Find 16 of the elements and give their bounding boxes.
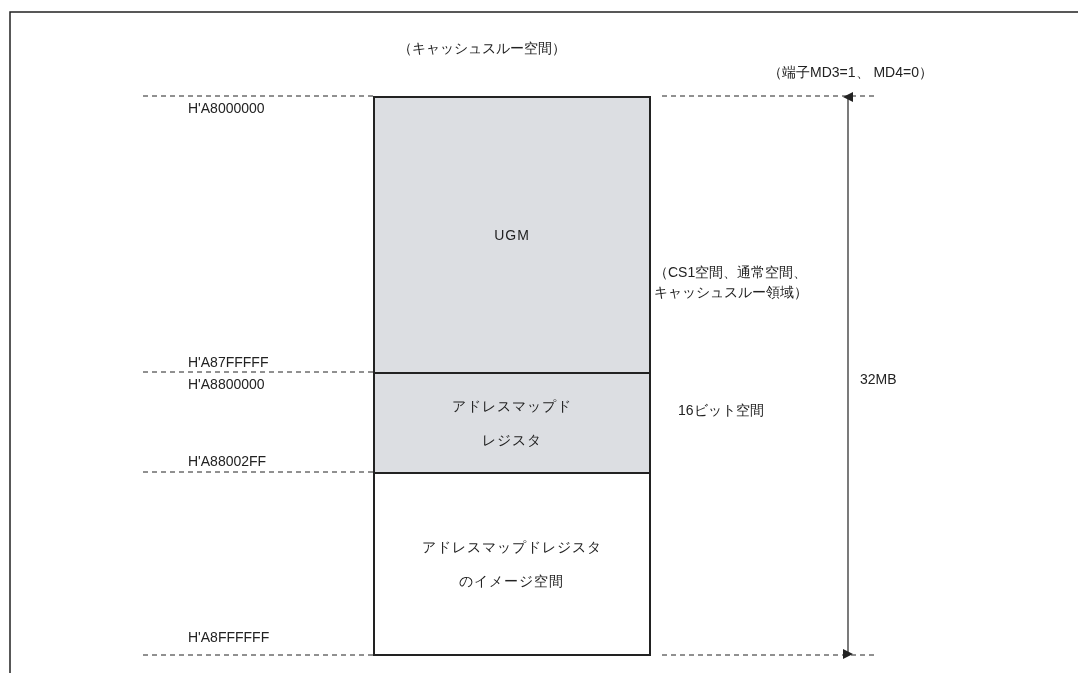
space-type-note: （CS1空間、通常空間、キャッシュスルー領域） xyxy=(654,263,809,302)
bus-width-note: 16ビット空間 xyxy=(678,402,764,420)
region-label: アドレスマップドレジスタ xyxy=(451,397,573,450)
address-label: H'A87FFFFF xyxy=(188,354,269,370)
memory-region xyxy=(373,472,651,656)
memory-region xyxy=(373,372,651,474)
address-label: H'A8000000 xyxy=(188,100,265,116)
address-label: H'A8FFFFFF xyxy=(188,629,270,645)
address-label: H'A88002FF xyxy=(188,453,267,469)
address-label: H'A8800000 xyxy=(188,376,265,392)
pin-setting-note: （端子MD3=1、 MD4=0） xyxy=(768,64,933,82)
region-label: アドレスマップドレジスタのイメージ空間 xyxy=(421,538,603,591)
heading-note: （キャッシュスルー空間） xyxy=(398,40,566,58)
size-label: 32MB xyxy=(860,371,897,387)
memory-region xyxy=(373,96,651,374)
region-label: UGM xyxy=(494,226,530,245)
